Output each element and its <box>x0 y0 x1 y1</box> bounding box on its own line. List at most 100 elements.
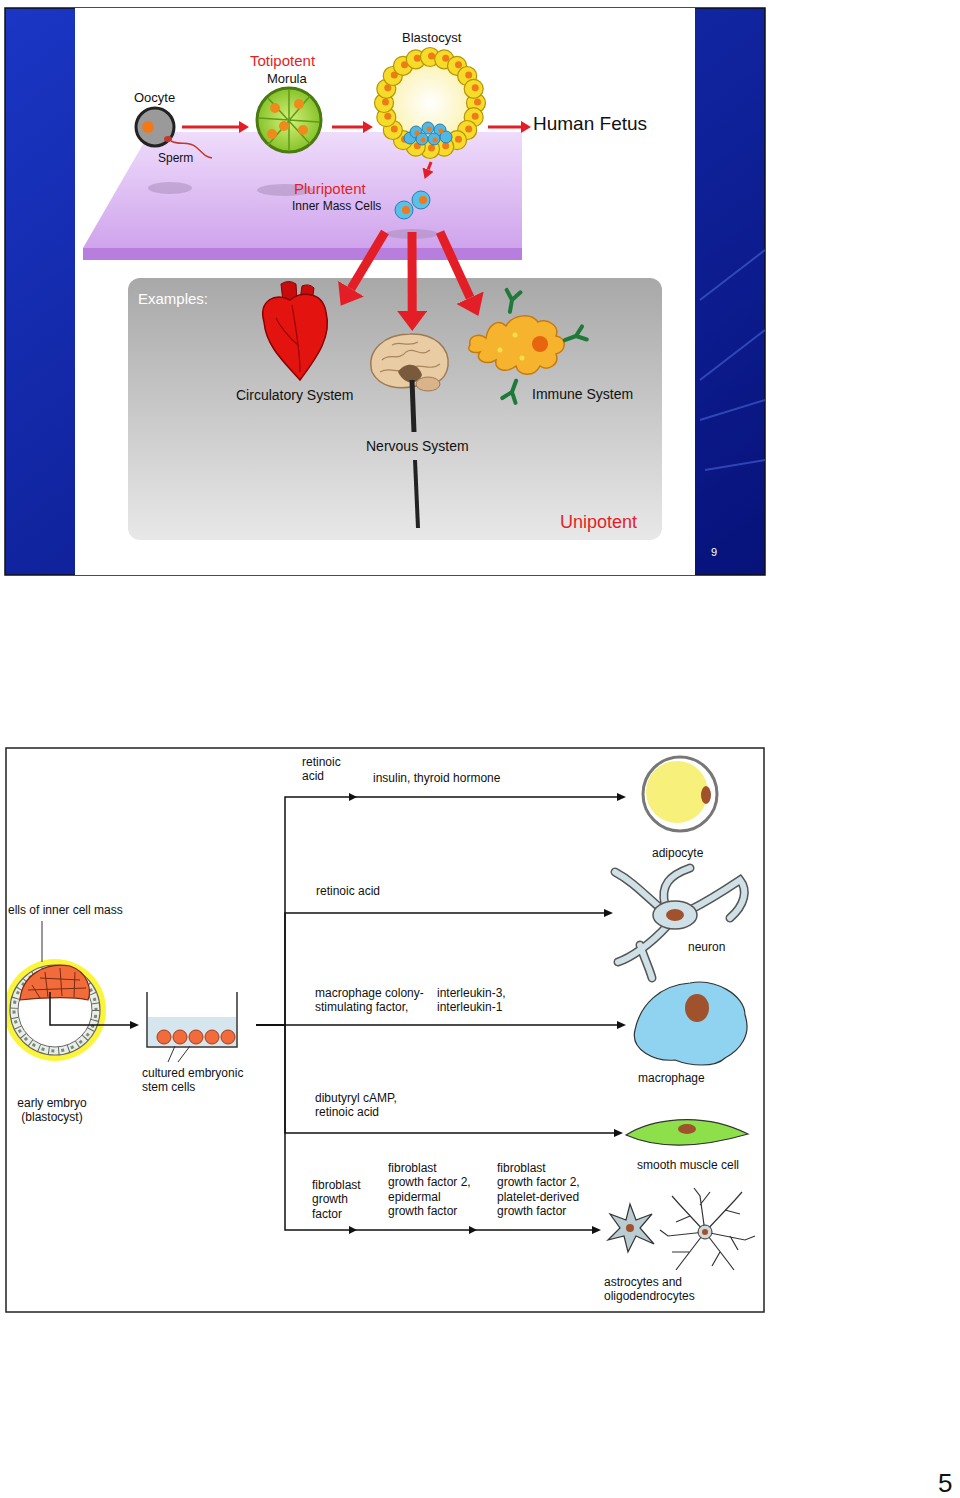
blastocyst <box>375 48 486 159</box>
early-embryo <box>7 959 106 1061</box>
adipocyte <box>643 757 717 831</box>
glial-cells <box>608 1188 755 1270</box>
blastocyst <box>422 122 434 134</box>
immune-cell <box>502 378 522 403</box>
glial-cells <box>702 1229 708 1235</box>
node-label: Pluripotent <box>294 180 366 198</box>
diagram-node: cultured embryonic stem cells <box>138 990 256 1100</box>
blastocyst <box>428 133 440 145</box>
smooth-muscle-cell <box>678 1124 696 1134</box>
brain <box>412 380 414 432</box>
connector-arrow <box>408 232 417 311</box>
neuron <box>615 868 744 978</box>
brain <box>415 460 418 528</box>
purple-plane <box>83 132 522 260</box>
annotation-label: Sperm <box>158 151 193 165</box>
neuron <box>653 901 697 929</box>
culture-dish <box>173 1030 187 1044</box>
inner-mass-cells <box>402 206 410 214</box>
diagram-node: Oocyte <box>130 88 182 150</box>
brain <box>371 334 448 528</box>
culture-dish <box>147 992 237 1062</box>
morula <box>257 88 321 152</box>
diagram-node: Examples:UnipotentCirculatory SystemNerv… <box>128 278 662 540</box>
node-label: smooth muscle cell <box>637 1158 739 1172</box>
annotation-label: ells of inner cell mass <box>8 903 123 917</box>
connector-arrow <box>440 232 470 298</box>
culture-dish <box>221 1030 235 1044</box>
annotation-label: insulin, thyroid hormone <box>373 771 500 785</box>
oocyte <box>136 108 174 146</box>
diagram-node: Circulatory System <box>230 305 364 408</box>
factor-label: macrophage colony-stimulating factor, <box>315 986 431 1015</box>
transfer-line <box>50 992 105 1025</box>
neuron <box>666 909 684 921</box>
macrophage <box>634 982 747 1065</box>
slide-frame <box>5 8 765 575</box>
diagram-node: astrocytes and oligodendrocytes <box>600 1180 760 1310</box>
node-label: Examples: <box>138 290 208 308</box>
connector-arrow <box>488 125 521 128</box>
diagram-node: adipocyte <box>625 752 737 865</box>
immune-cell <box>469 316 565 374</box>
immune-cell <box>513 333 518 338</box>
diagram-node: Nervous System <box>364 330 473 530</box>
slide-frame <box>5 8 765 575</box>
oocyte <box>136 108 174 146</box>
inner-mass-cells <box>419 196 427 204</box>
slide-frame <box>6 748 764 1312</box>
annotation-label: interleukin-3, interleukin-1 <box>437 986 517 1015</box>
diagram-node: smooth muscle cell <box>622 1110 752 1177</box>
slide-frame <box>6 748 764 1312</box>
early-embryo <box>7 959 106 1061</box>
connector-arrow <box>351 232 385 289</box>
diagram-node: early embryo (blastocyst) <box>8 958 105 1130</box>
immune-cell <box>498 348 503 353</box>
diagram-node: TotipotentMorula <box>248 52 332 158</box>
annotation-label: 5 <box>938 1468 952 1498</box>
morula <box>294 99 304 109</box>
diagram-node: PluripotentInner Mass Cells <box>288 178 448 232</box>
node-label: astrocytes and oligodendrocytes <box>604 1275 728 1304</box>
blastocyst <box>427 127 432 132</box>
neuron <box>615 868 744 978</box>
node-label: Totipotent <box>250 52 315 70</box>
examples-panel <box>128 278 662 540</box>
adipocyte <box>701 786 711 804</box>
leader-line <box>42 921 43 962</box>
adipocyte <box>643 757 717 831</box>
morula <box>298 125 308 135</box>
node-label: neuron <box>688 940 725 954</box>
adipocyte <box>646 761 708 823</box>
factor-label: retinoic acid <box>316 884 380 898</box>
diagram-node: Immune System <box>465 315 645 407</box>
smooth-muscle-cell <box>626 1120 748 1146</box>
diagram-node: Human Fetus <box>530 110 658 142</box>
node-label: macrophage <box>638 1071 705 1085</box>
connector-arrow <box>256 1025 592 1230</box>
neuron <box>615 868 744 978</box>
slide-frame <box>700 250 765 470</box>
connector-arrow <box>256 1025 614 1133</box>
macrophage <box>634 982 747 1065</box>
brain <box>416 377 440 391</box>
node-label: Immune System <box>532 386 633 403</box>
early-embryo <box>10 965 100 1055</box>
early-embryo <box>28 968 86 998</box>
node-label: early embryo (blastocyst) <box>11 1096 93 1125</box>
immune-cell <box>502 378 522 403</box>
leader-line <box>42 921 43 962</box>
connector-arrow <box>256 1024 617 1026</box>
immune-cell <box>532 336 548 352</box>
immune-cell <box>562 326 587 346</box>
morula <box>259 90 319 150</box>
factor-label: retinoic acid <box>302 755 350 784</box>
glial-cells <box>698 1225 712 1239</box>
macrophage <box>685 994 709 1022</box>
connector-arrow <box>182 125 239 128</box>
immune-cell <box>503 290 520 313</box>
culture-dish <box>205 1030 219 1044</box>
culture-dish <box>168 1046 190 1062</box>
